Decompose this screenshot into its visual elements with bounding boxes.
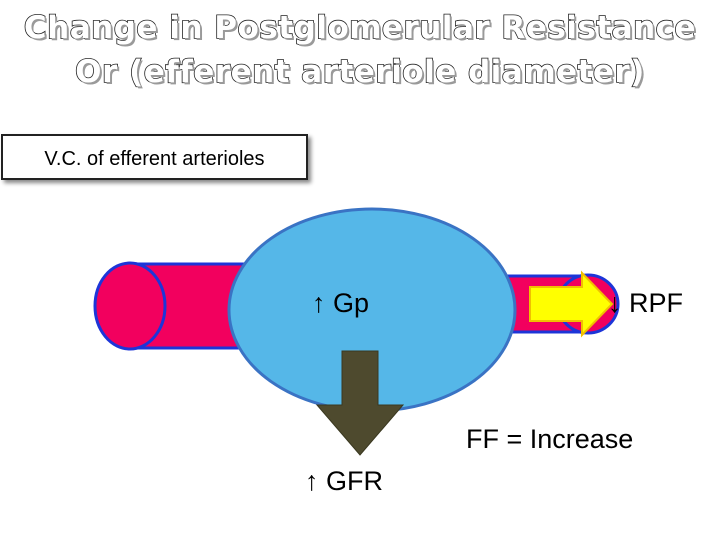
rpf-arrow — [529, 270, 614, 338]
gfr-label: ↑ GFR — [305, 466, 383, 496]
rpf-label: ↓ RPF — [608, 288, 684, 318]
title-line-1: Change in Postglomerular Resistance — [23, 9, 697, 47]
gp-label: ↑ Gp — [312, 288, 370, 318]
ff-label: FF = Increase — [466, 424, 634, 454]
gfr-arrow — [315, 350, 405, 456]
afferent-tube-end — [93, 261, 167, 351]
efferent-vc-label-box: V.C. of efferent arterioles — [1, 134, 308, 180]
title-line-2: Or (efferent arteriole diameter) — [74, 53, 645, 91]
